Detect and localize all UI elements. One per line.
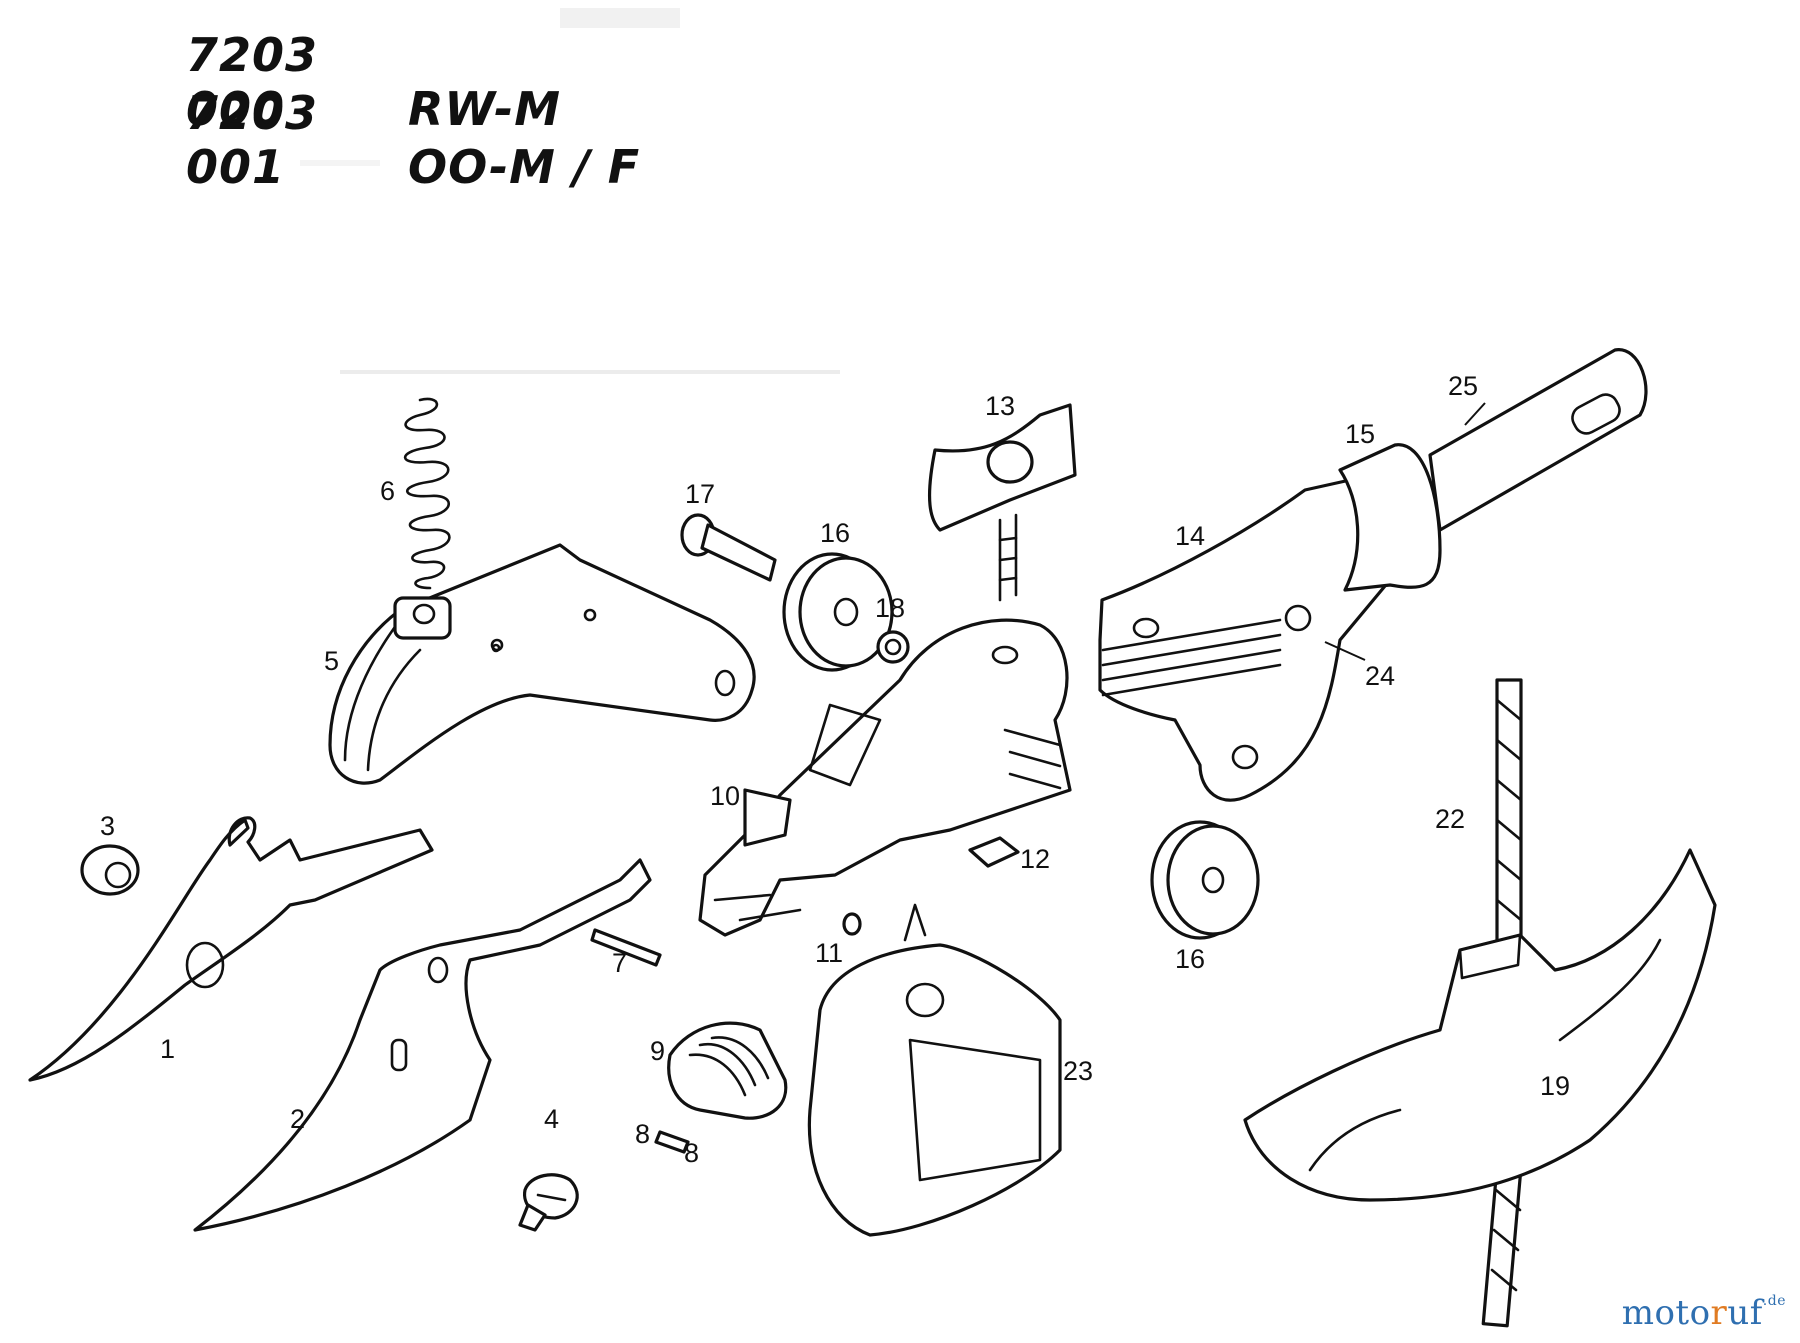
callout: 18 [875, 593, 905, 623]
callout: 8 [635, 1119, 650, 1149]
screw-icon [518, 1173, 579, 1232]
callout: 17 [685, 479, 715, 509]
watermark-accent: r [1710, 1293, 1728, 1333]
callout: 14 [1175, 521, 1205, 551]
callout: 22 [1435, 804, 1465, 834]
nut-icon [842, 912, 862, 936]
callout-labels: 1 2 3 4 5 6 7 8 8 9 10 11 12 13 14 15 16… [100, 371, 1570, 1168]
callout: 1 [160, 1034, 175, 1064]
callout: 16 [820, 518, 850, 548]
bushing-icon [876, 630, 910, 664]
callout: 7 [612, 948, 627, 978]
callout: 6 [380, 476, 395, 506]
lower-blade-icon [193, 858, 652, 1232]
pulley-icon [1150, 820, 1260, 940]
shaft-icon [1428, 348, 1648, 532]
model-code: 7203 001 [186, 86, 319, 194]
watermark-logo: motoruf.de [1622, 1293, 1786, 1333]
callout: 10 [710, 781, 740, 811]
callout: 13 [985, 391, 1015, 421]
callout: 11 [815, 938, 843, 968]
callout: 16 [1175, 944, 1205, 974]
callout: 12 [1020, 844, 1050, 874]
model-code: 7203 000 [186, 28, 319, 136]
model-line-2: 7203 001 OO-M / F [186, 86, 640, 194]
t-handle-icon [1243, 848, 1717, 1202]
callout: 25 [1448, 371, 1478, 401]
square-nut-icon [968, 836, 1020, 868]
callout: 9 [650, 1036, 665, 1066]
upper-blade-icon [28, 816, 434, 1082]
callout: 19 [1540, 1071, 1570, 1101]
model-line-1: 7203 000 RW-M [186, 28, 561, 136]
watermark-rest: uf [1727, 1293, 1763, 1333]
scan-noise [300, 8, 840, 374]
pin-icon [654, 1130, 690, 1154]
callout: 23 [1063, 1056, 1093, 1086]
model-name: OO-M / F [408, 140, 641, 194]
callout: 2 [290, 1104, 305, 1134]
watermark-tld: .de [1762, 1293, 1786, 1309]
callout: 8 [684, 1138, 699, 1168]
ring-icon [1338, 443, 1442, 592]
callout: 24 [1365, 661, 1395, 691]
cord-icon [1481, 678, 1523, 1328]
callout: 5 [324, 646, 339, 676]
pin-icon [590, 928, 662, 967]
model-name: RW-M [408, 82, 561, 136]
bolt-icon [680, 513, 777, 582]
callout: 4 [544, 1104, 559, 1134]
wing-nut-icon [927, 403, 1077, 602]
watermark-main: moto [1621, 1293, 1711, 1333]
lever-arm-icon [698, 618, 1072, 937]
callout: 15 [1345, 419, 1375, 449]
pulley-icon [782, 552, 894, 672]
spring-icon [403, 397, 451, 590]
clip-icon [667, 1021, 788, 1120]
leader-lines [1324, 402, 1486, 661]
cap-nut-icon [80, 844, 140, 896]
cover-icon [807, 903, 1062, 1237]
housing-icon [328, 543, 756, 785]
callout: 3 [100, 811, 115, 841]
pole-head-icon [1098, 478, 1392, 802]
